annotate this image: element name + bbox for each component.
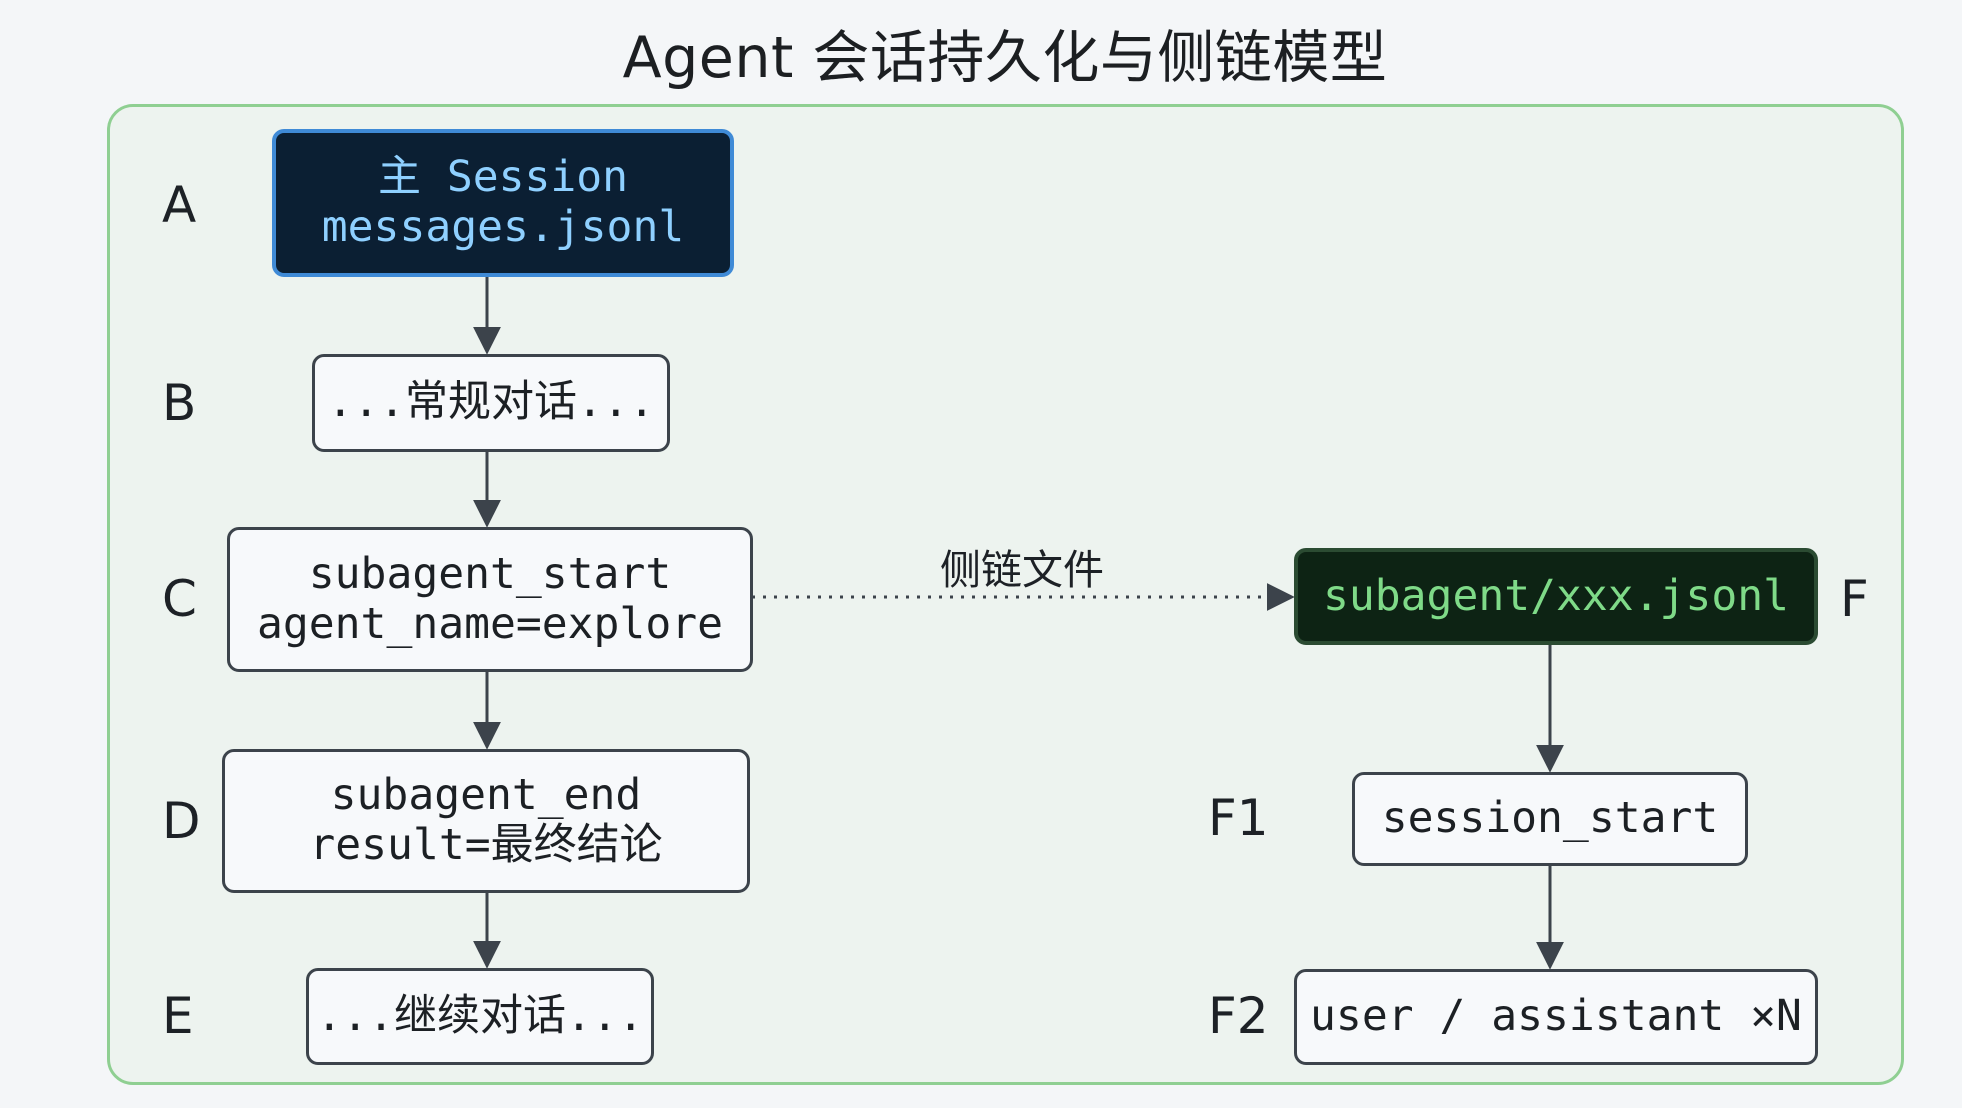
diagram-title: Agent 会话持久化与侧链模型: [622, 25, 1388, 91]
node-user-assistant: user / assistant ×N: [1294, 969, 1818, 1065]
node-main-session-line1: 主 Session: [377, 152, 629, 203]
node-sidechain-file-text: subagent/xxx.jsonl: [1323, 570, 1789, 621]
node-continue-conversation: ...继续对话...: [306, 968, 654, 1065]
row-label-f: F: [1840, 570, 1869, 628]
edge-label-sidechain-file: 侧链文件: [940, 546, 1104, 594]
node-continue-conversation-text: ...继续对话...: [316, 990, 644, 1041]
row-label-d: D: [162, 792, 201, 850]
node-main-session: 主 Session messages.jsonl: [272, 129, 734, 277]
node-main-session-line2: messages.jsonl: [321, 202, 685, 252]
row-label-f1: F1: [1208, 789, 1269, 847]
node-subagent-end: subagent_end result=最终结论: [222, 749, 750, 893]
node-session-start: session_start: [1352, 772, 1748, 866]
row-label-e: E: [162, 987, 194, 1045]
node-subagent-end-line1: subagent_end: [330, 770, 642, 821]
row-label-f2: F2: [1208, 987, 1269, 1045]
node-regular-conversation: ...常规对话...: [312, 354, 670, 452]
row-label-c: C: [162, 570, 197, 628]
node-subagent-start-line1: subagent_start: [308, 548, 672, 599]
row-label-a: A: [162, 176, 197, 234]
node-subagent-start-line2: agent_name=explore: [257, 598, 723, 649]
node-subagent-start: subagent_start agent_name=explore: [227, 527, 753, 672]
node-regular-conversation-text: ...常规对话...: [327, 377, 655, 428]
row-label-b: B: [162, 374, 197, 432]
node-subagent-end-line2: result=最终结论: [309, 820, 663, 870]
node-session-start-text: session_start: [1381, 793, 1719, 844]
node-user-assistant-text: user / assistant ×N: [1310, 991, 1802, 1042]
node-sidechain-file: subagent/xxx.jsonl: [1294, 548, 1818, 645]
